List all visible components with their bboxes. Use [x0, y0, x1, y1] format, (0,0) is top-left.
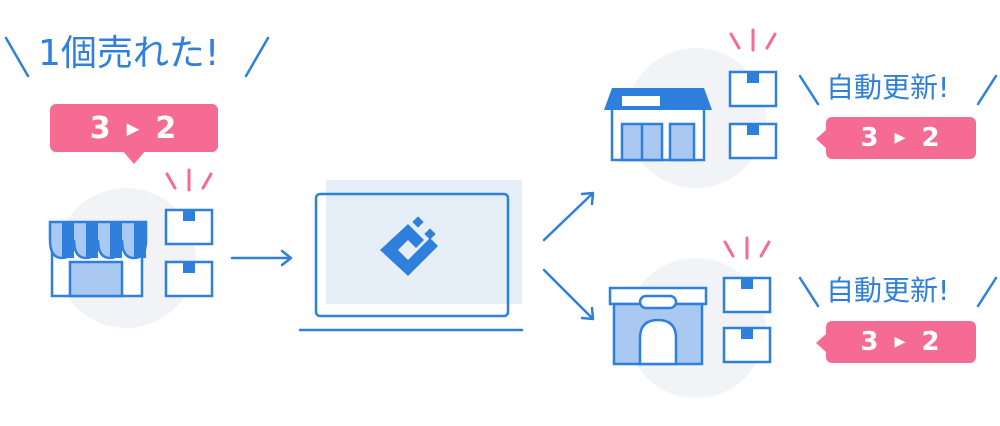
dest-store-2-stock-after: 2	[921, 327, 942, 357]
source-headline: 1個売れた!	[38, 33, 220, 74]
source-headline-slash-right	[244, 36, 270, 78]
dest-store-1-stock-box-icon-1	[728, 70, 778, 108]
dest-store-2-stock-arrow-icon: ▶	[894, 334, 908, 350]
dest-store-1-building-icon	[604, 88, 712, 162]
dest-store-2-stock-box-icon-1	[722, 276, 772, 314]
source-stock-after: 2	[155, 110, 179, 146]
dest-2-headline-slash-right	[976, 276, 998, 308]
dest-store-1-stock-change-badge: 3 ▶ 2	[826, 117, 976, 159]
arrow-to-store-2-icon	[542, 268, 595, 321]
diamond-logo-icon	[380, 216, 438, 276]
source-stock-box-icon-2	[164, 260, 214, 298]
source-stock-before: 3	[89, 110, 113, 146]
arrow-to-system-icon	[230, 249, 293, 267]
dest-store-2-stock-box-icon-2	[722, 326, 772, 364]
dest-store-2-shop-icon	[608, 286, 708, 366]
source-stock-change-badge: 3 ▶ 2	[50, 104, 218, 152]
dest-store-1-stock-arrow-icon: ▶	[894, 130, 908, 146]
dest-2-headline-slash-left	[798, 276, 820, 308]
laptop-icon	[298, 180, 524, 332]
dest-store-2-headline: 自動更新!	[826, 274, 950, 307]
dest-1-headline-slash-right	[976, 74, 998, 106]
dest-store-1-headline: 自動更新!	[826, 71, 950, 104]
source-badge-tail	[122, 150, 146, 164]
dest-store-1-stock-before: 3	[860, 123, 881, 153]
arrow-to-store-1-icon	[542, 191, 595, 242]
dest-1-badge-tail	[816, 130, 826, 148]
dest-1-headline-slash-left	[798, 74, 820, 106]
source-shop-icon	[48, 220, 148, 298]
dest-2-badge-tail	[816, 334, 826, 352]
dest-store-2-stock-before: 3	[860, 327, 881, 357]
source-alert-icon	[165, 168, 213, 192]
dest-store-1-stock-after: 2	[921, 123, 942, 153]
source-stock-box-icon-1	[164, 208, 214, 246]
dest-store-2-alert-icon	[723, 236, 771, 260]
dest-store-2-stock-change-badge: 3 ▶ 2	[826, 321, 976, 363]
source-headline-slash-left	[4, 36, 30, 78]
dest-store-1-alert-icon	[729, 28, 777, 52]
dest-store-1-stock-box-icon-2	[728, 122, 778, 160]
source-stock-arrow-icon: ▶	[126, 118, 142, 138]
